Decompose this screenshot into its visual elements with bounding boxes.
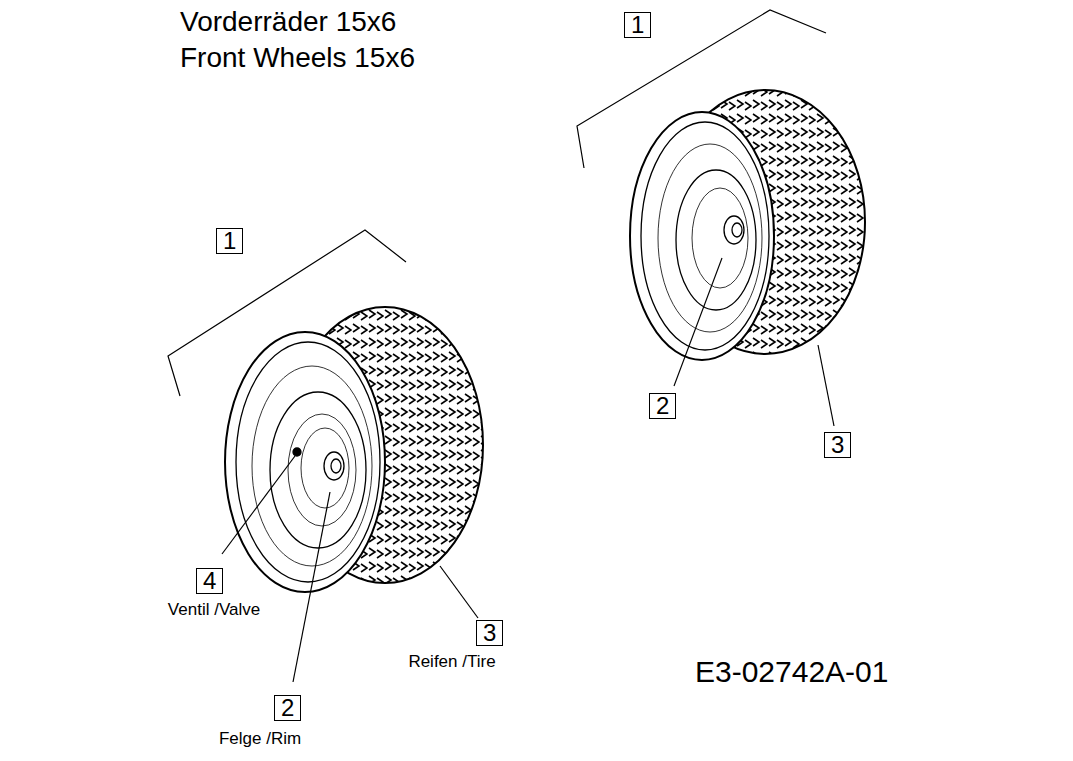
callout-number: 1	[216, 228, 243, 254]
callout-node: 2Felge /Rim	[274, 695, 301, 721]
callout-node: 3	[824, 432, 851, 458]
drawing-number: E3-02742A-01	[695, 655, 888, 689]
callout-number: 3	[824, 432, 851, 458]
callout-node: 3Reifen /Tire	[476, 620, 503, 646]
callout-number: 1	[624, 12, 651, 38]
part-name: Felge /Rim	[218, 729, 302, 749]
part-name: Ventil /Valve	[167, 600, 261, 620]
leader-lines	[168, 10, 834, 682]
callout-node: 1	[624, 12, 651, 38]
callout-node: 4Ventil /Valve	[196, 568, 223, 594]
callout-number: 2	[274, 695, 301, 721]
diagram-title: Vorderräder 15x6 Front Wheels 15x6	[180, 4, 455, 76]
callout-number: 4	[196, 568, 223, 594]
callout-node: 2	[649, 393, 676, 419]
part-name: Reifen /Tire	[407, 652, 496, 672]
callout-number: 2	[649, 393, 676, 419]
callout-node: 1	[216, 228, 243, 254]
callout-number: 3	[476, 620, 503, 646]
